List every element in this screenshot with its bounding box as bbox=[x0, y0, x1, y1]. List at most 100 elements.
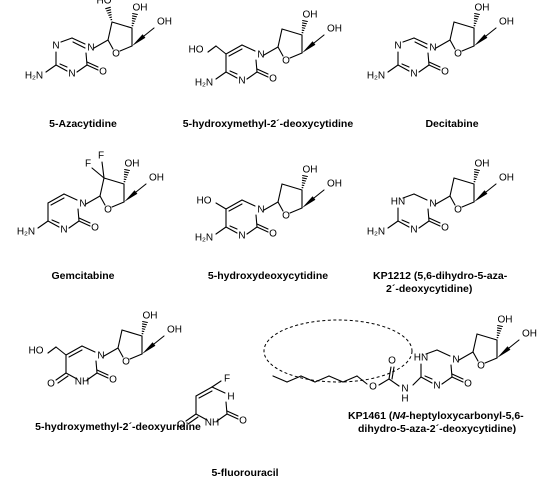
label-kp1461-post: -heptyloxycarbonyl-5,6- bbox=[405, 410, 524, 422]
bond bbox=[55, 64, 68, 72]
bond bbox=[427, 208, 430, 222]
bond bbox=[402, 193, 415, 199]
atom-label-oh: OH bbox=[327, 24, 342, 35]
label-5-hydroxymethyl-2-deoxycytidine: 5-hydroxymethyl-2´-deoxycytidine bbox=[182, 118, 354, 130]
bond bbox=[117, 329, 123, 349]
atom-label-n: N bbox=[257, 50, 264, 61]
atom-label-n: N bbox=[429, 199, 436, 210]
atom-label-h2n: H₂N bbox=[195, 233, 213, 244]
bond bbox=[277, 201, 284, 212]
atom-label-o: O bbox=[282, 211, 290, 222]
bond bbox=[101, 161, 105, 179]
bond bbox=[111, 21, 133, 29]
label-5-fluorouracil: 5-fluorouracil bbox=[211, 467, 279, 479]
atom-label-oh: OH bbox=[149, 173, 164, 184]
hash-bond bbox=[301, 182, 306, 184]
atom-label-oh: OH bbox=[475, 3, 490, 14]
wedge-bond bbox=[302, 196, 316, 208]
bond bbox=[397, 220, 410, 228]
bond bbox=[476, 333, 498, 341]
bond bbox=[441, 376, 453, 385]
bond bbox=[99, 177, 105, 197]
bond bbox=[228, 48, 243, 57]
bond bbox=[81, 345, 96, 353]
bond bbox=[449, 177, 455, 197]
bond bbox=[281, 183, 303, 191]
bond bbox=[328, 375, 344, 383]
hash-bond bbox=[474, 168, 480, 172]
bond bbox=[263, 201, 279, 211]
bond bbox=[256, 223, 269, 230]
bond bbox=[412, 376, 422, 386]
hash-bond bbox=[142, 320, 148, 324]
bond bbox=[121, 329, 143, 337]
atom-label-oh: OH bbox=[157, 17, 172, 28]
bond bbox=[55, 372, 67, 381]
bond bbox=[211, 386, 226, 394]
hash-bond bbox=[123, 171, 130, 174]
bond bbox=[153, 335, 165, 345]
bond bbox=[435, 39, 451, 49]
hash-bond bbox=[301, 179, 307, 182]
hash-bond bbox=[141, 328, 146, 330]
bond bbox=[45, 64, 57, 73]
hash-bond bbox=[474, 12, 480, 16]
bond bbox=[85, 52, 88, 66]
hash-bond bbox=[473, 171, 480, 174]
bond bbox=[313, 189, 325, 199]
bond bbox=[63, 193, 78, 201]
atom-label-n: N bbox=[52, 41, 59, 52]
atom-label-n: N bbox=[68, 69, 75, 80]
wedge-bond bbox=[302, 41, 316, 53]
bond bbox=[119, 45, 133, 52]
atom-label-n: N bbox=[79, 199, 86, 210]
bond bbox=[413, 193, 428, 201]
hash-bond bbox=[106, 9, 112, 12]
bond bbox=[313, 34, 325, 44]
atom-label-oh: OH bbox=[125, 159, 140, 170]
atom-label-n: N bbox=[401, 384, 408, 395]
bond bbox=[281, 28, 303, 36]
atom-label-h2n: H₂N bbox=[25, 71, 43, 82]
wedge-bond bbox=[474, 34, 488, 46]
bond bbox=[65, 372, 78, 380]
bond bbox=[225, 226, 238, 234]
hash-bond bbox=[141, 325, 147, 328]
label-kp1212: KP1212 (5,6-dihydro-5-aza- 2´-deoxycytid… bbox=[373, 270, 507, 296]
atom-label-ho: HO bbox=[97, 0, 112, 7]
bond bbox=[57, 375, 69, 384]
bond bbox=[387, 64, 399, 73]
atom-label-oh: OH bbox=[167, 325, 182, 336]
bond bbox=[484, 357, 498, 364]
bond bbox=[215, 71, 227, 80]
atom-label-h: H bbox=[401, 394, 408, 405]
bond bbox=[47, 346, 57, 354]
bond bbox=[96, 369, 109, 376]
bond bbox=[85, 195, 101, 205]
hash-bond bbox=[301, 22, 308, 25]
bond bbox=[68, 349, 83, 358]
bond bbox=[277, 46, 284, 57]
wedge-bond bbox=[132, 34, 146, 46]
bond bbox=[388, 378, 400, 387]
bond bbox=[461, 201, 475, 208]
bond bbox=[229, 70, 238, 75]
atom-label-o: O bbox=[477, 361, 485, 372]
atom-label-oh: OH bbox=[499, 17, 514, 28]
label-kp1461-line1: KP1461 (N4-heptyloxycarbonyl-5,6- bbox=[348, 410, 524, 423]
bond bbox=[99, 195, 106, 206]
atom-label-o: O bbox=[369, 382, 377, 393]
wedge-bond bbox=[474, 190, 488, 202]
bond bbox=[215, 45, 227, 55]
atom-label-o: O bbox=[282, 56, 290, 67]
atom-label-n: N bbox=[452, 355, 459, 366]
bond bbox=[226, 413, 239, 420]
atom-label-n: N bbox=[97, 351, 104, 362]
atom-label-n: N bbox=[410, 69, 417, 80]
bond bbox=[427, 52, 430, 66]
bond bbox=[198, 390, 213, 399]
